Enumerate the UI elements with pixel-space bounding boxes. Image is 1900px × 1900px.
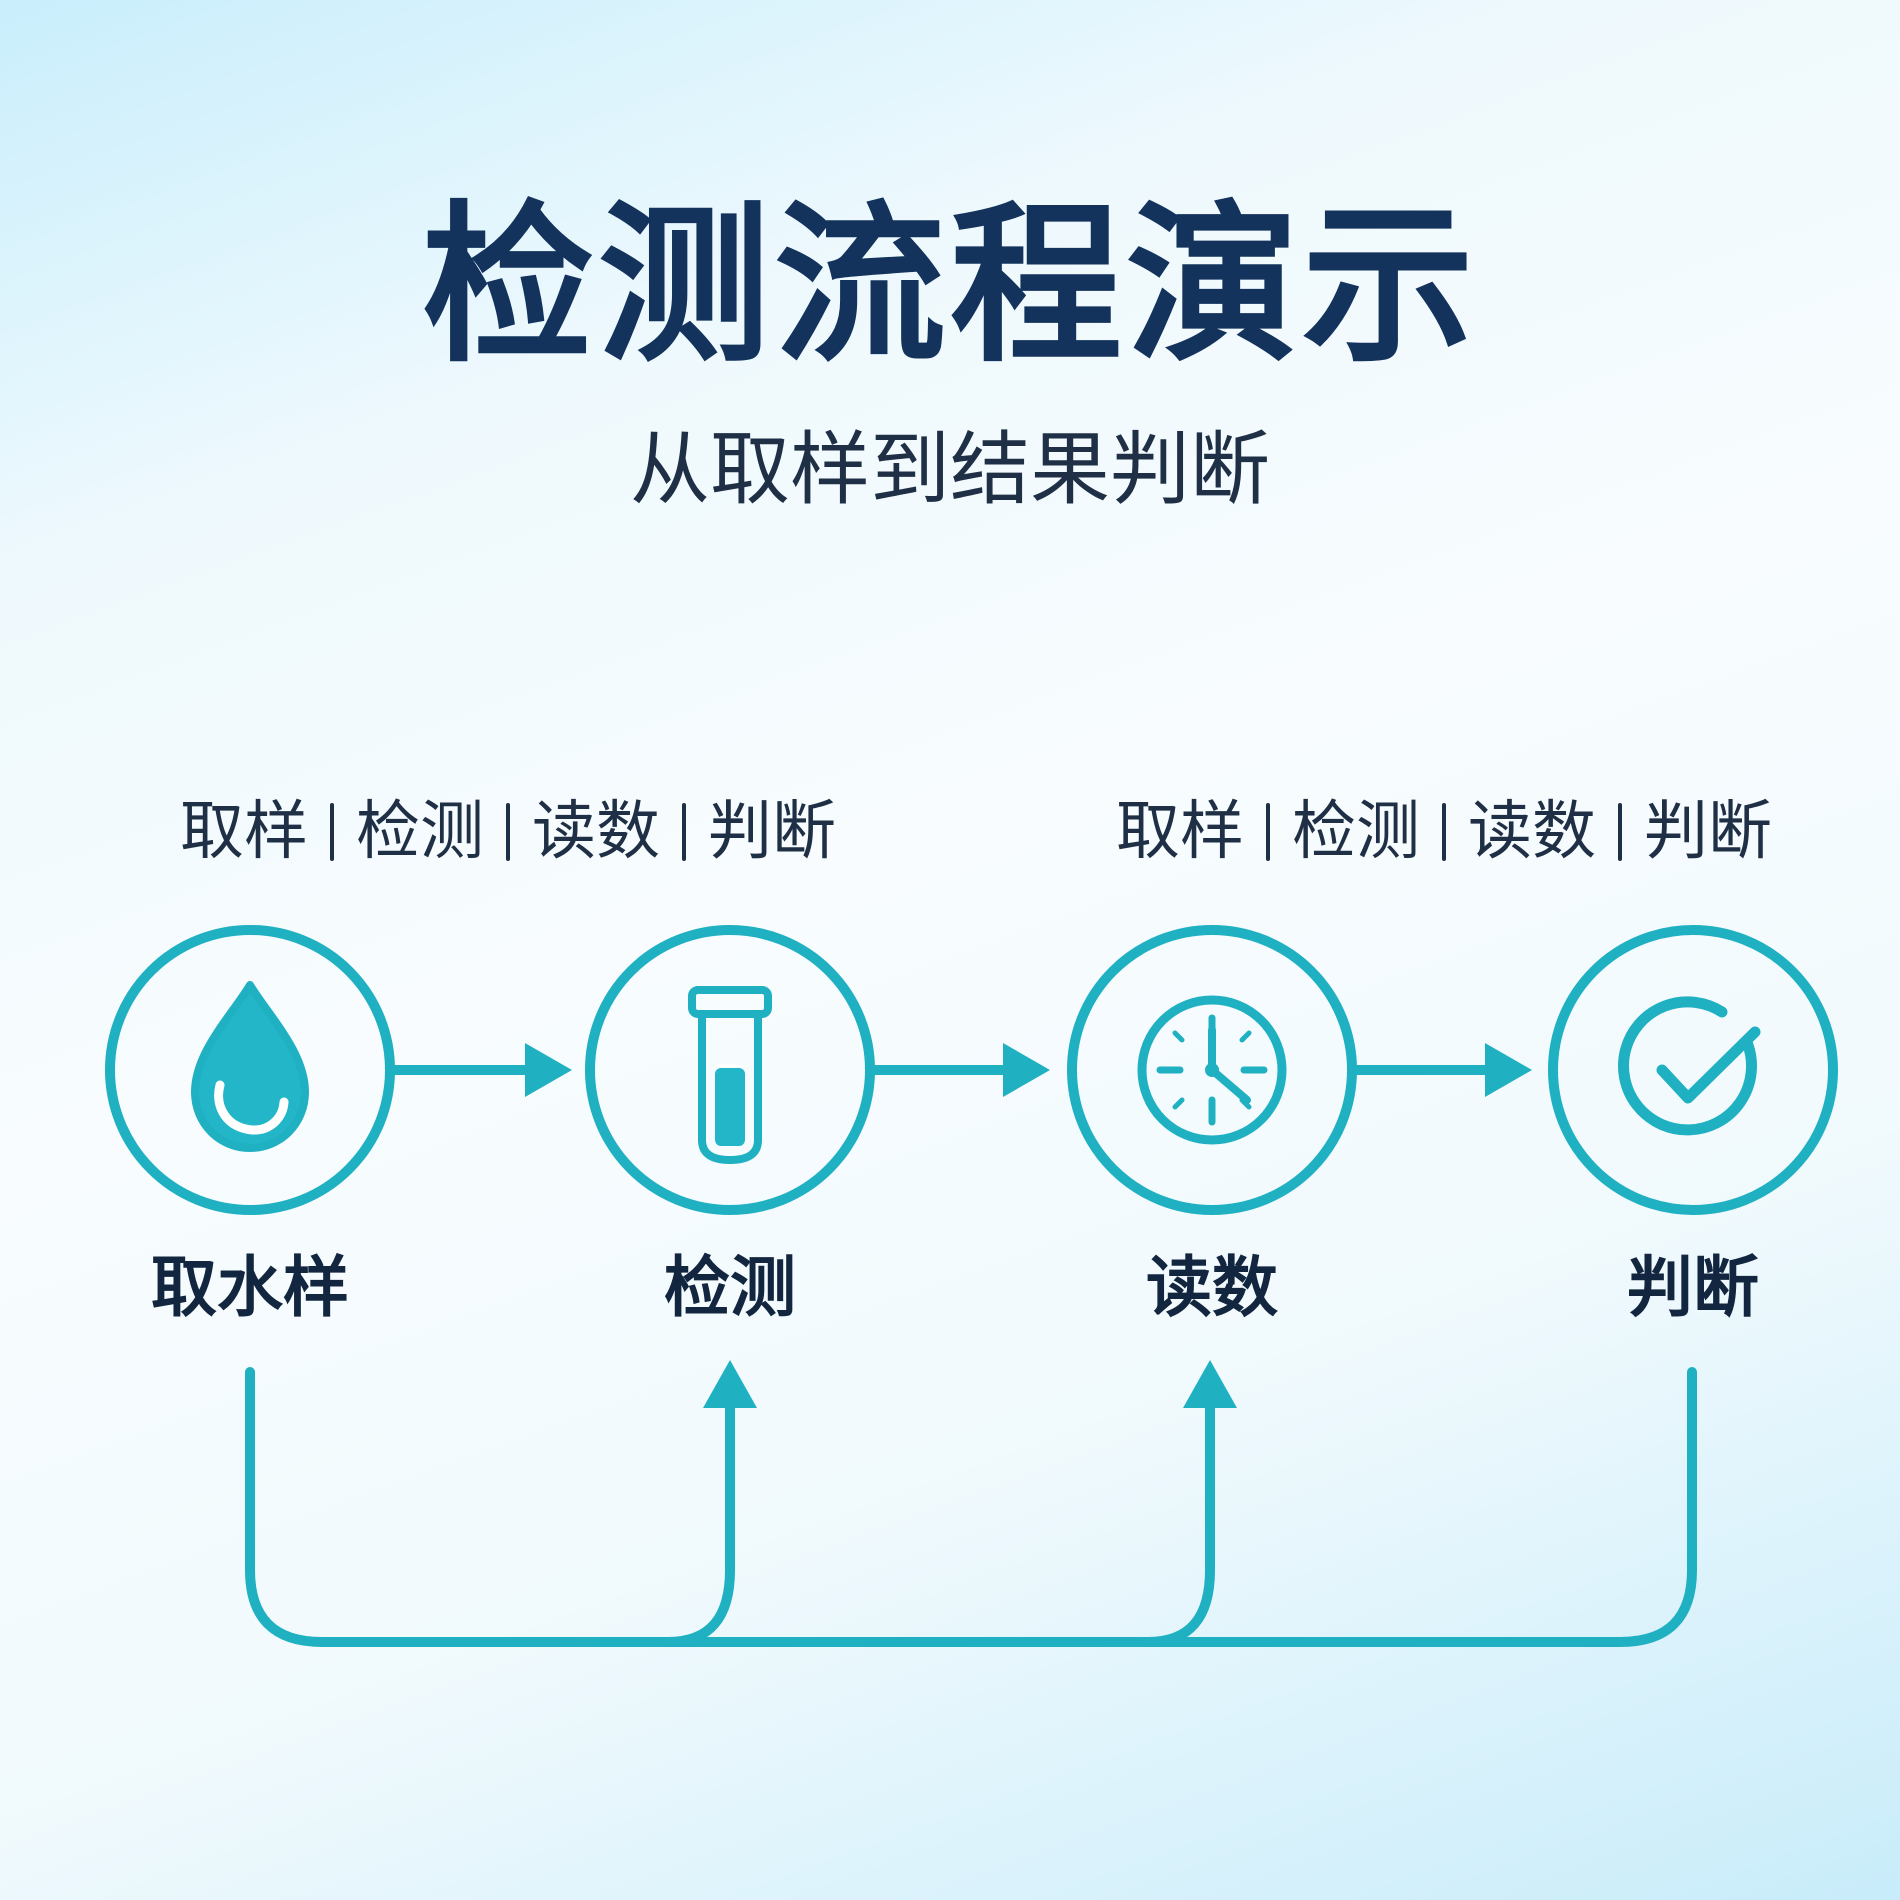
arrow-up-icon — [703, 1360, 757, 1408]
tab-testing: 检测 — [1292, 795, 1420, 869]
tab-group-right: 取样 检测 读数 判断 — [1116, 800, 1772, 864]
separator — [506, 803, 510, 861]
page-title: 检测流程演示 — [422, 185, 1478, 386]
separator — [330, 803, 334, 861]
separator — [1442, 803, 1446, 861]
arrow-right-icon — [867, 1043, 1050, 1097]
step-label-test: 检测 — [664, 1249, 796, 1326]
arrow-right-icon — [387, 1043, 572, 1097]
tab-reading: 读数 — [532, 795, 660, 869]
test-tube-icon — [688, 986, 772, 1164]
feedback-connector — [245, 1367, 1697, 1647]
clock-icon — [1137, 995, 1287, 1145]
tab-judging: 判断 — [708, 795, 836, 869]
step-label-read: 读数 — [1146, 1249, 1278, 1326]
water-drop-icon — [191, 981, 309, 1152]
step-label-judge: 判断 — [1627, 1249, 1759, 1326]
arrow-right-icon — [1349, 1043, 1532, 1097]
separator — [1266, 803, 1270, 861]
tab-group-left: 取样 检测 读数 判断 — [180, 800, 836, 864]
tab-sampling: 取样 — [180, 795, 308, 869]
step-circle-judge — [1548, 925, 1838, 1215]
tab-judging: 判断 — [1644, 795, 1772, 869]
checkmark-icon — [1618, 996, 1761, 1136]
tab-testing: 检测 — [356, 795, 484, 869]
tab-reading: 读数 — [1468, 795, 1596, 869]
separator — [682, 803, 686, 861]
page-subtitle: 从取样到结果判断 — [630, 423, 1270, 516]
step-label-sample: 取水样 — [151, 1249, 349, 1326]
separator — [1618, 803, 1622, 861]
tab-sampling: 取样 — [1116, 795, 1244, 869]
arrow-up-icon — [1183, 1360, 1237, 1408]
